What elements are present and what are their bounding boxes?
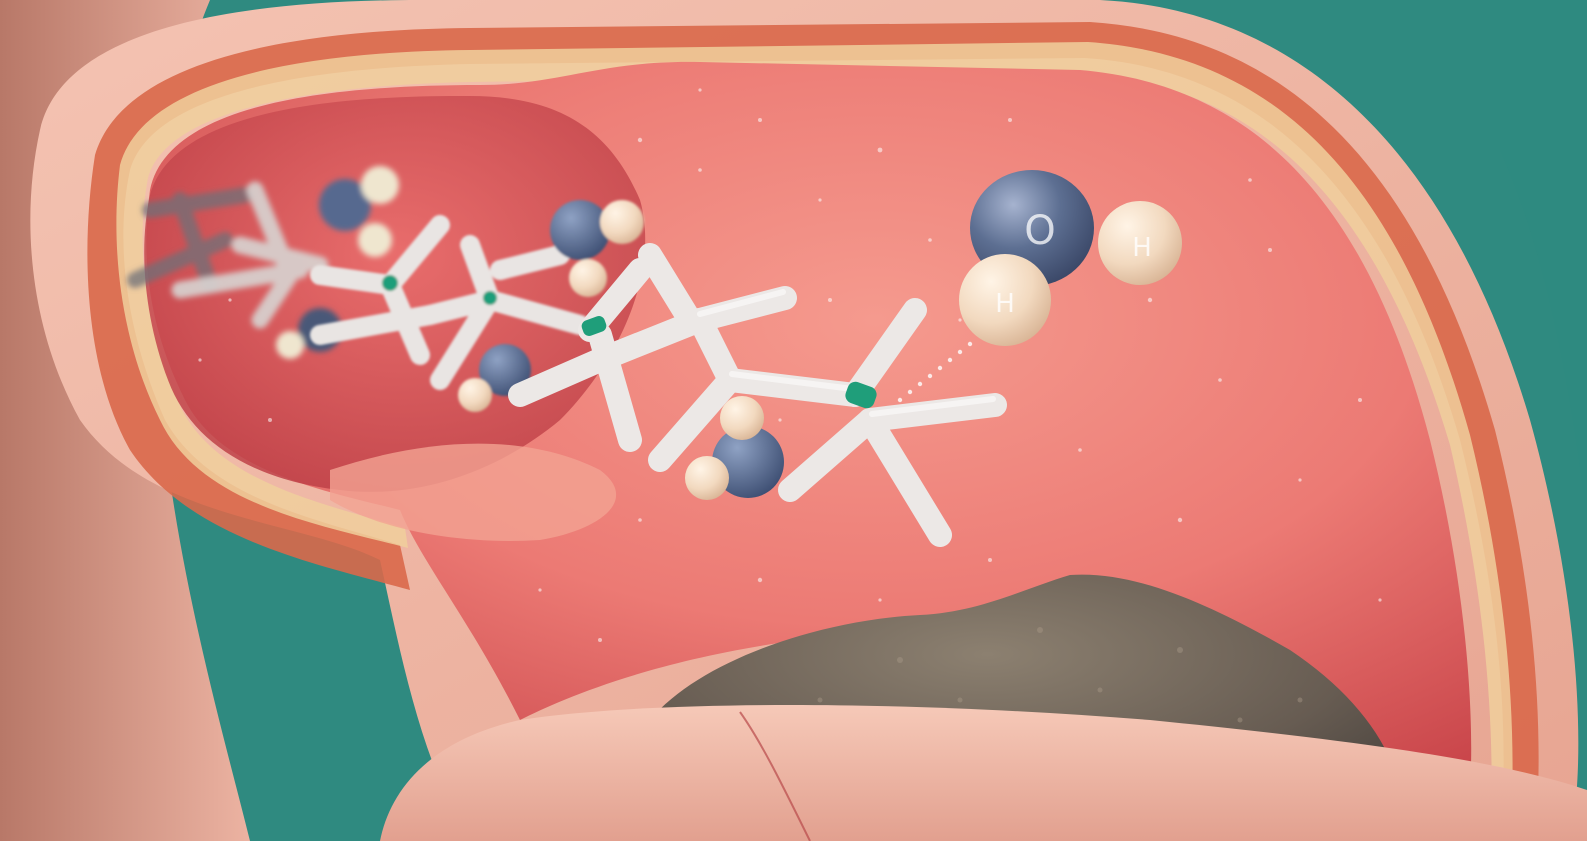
cavity-ridge [330, 443, 617, 541]
background-right-edge [1500, 0, 1587, 520]
molecule-middle-segment [310, 200, 644, 412]
oxygen-label: O [1024, 208, 1055, 254]
hydrogen-atom-right [1098, 201, 1182, 285]
tissue-front-lip [380, 705, 1587, 841]
hydrogen-label-right: H [1132, 233, 1152, 263]
water-molecule: O H H [959, 170, 1182, 346]
molecule-front-segment [508, 243, 1007, 547]
hydrogen-label-left: H [995, 289, 1015, 319]
hydrogen-atom-left [959, 254, 1051, 346]
tissue-crease [739, 711, 811, 841]
hydrogen-bond-dots [897, 341, 973, 403]
floating-particles [198, 88, 1382, 642]
